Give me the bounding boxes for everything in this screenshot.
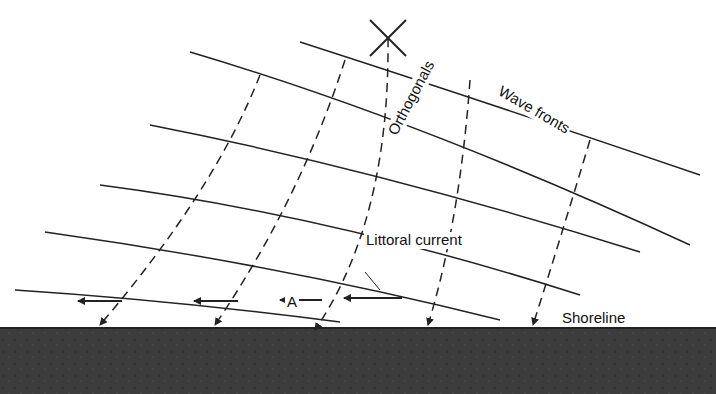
land-band [0,328,716,394]
point-label: A [285,294,299,311]
shoreline-edge [0,327,716,329]
shoreline-label: Shoreline [560,310,627,327]
wave-fronts [15,42,700,322]
x-mark [370,20,406,56]
littoral-current-label: Littoral current [364,232,478,249]
orthogonals [100,38,590,330]
littoral-current-arrows [78,298,402,301]
leader-line [365,272,380,290]
